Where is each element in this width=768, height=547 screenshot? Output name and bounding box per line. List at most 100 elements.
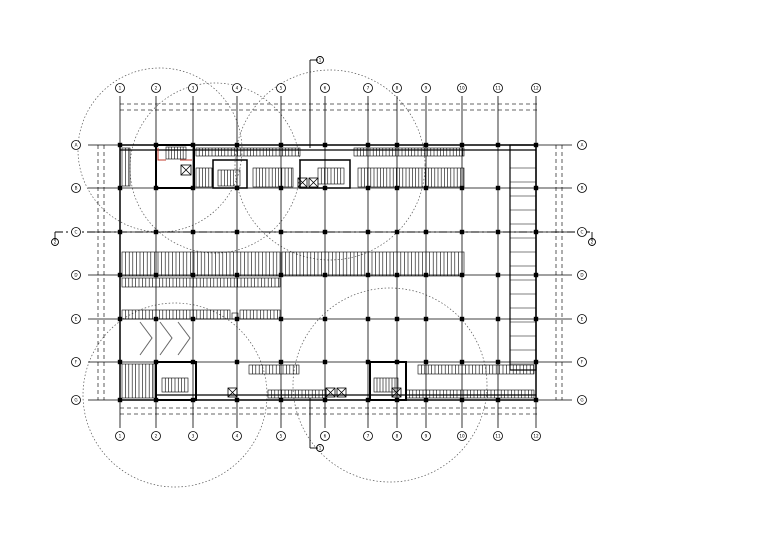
axis-label: 2 [155,86,158,91]
section-marker-label: 1 [319,58,322,63]
axis-bubble [71,314,81,324]
column [190,272,196,278]
axis-label: 4 [236,434,239,439]
axis-label: E [75,317,78,322]
axis-bubble [151,431,161,441]
axis-label: G [74,398,77,403]
elevators [180,164,402,398]
axis-label: 8 [396,86,399,91]
stall-row [252,167,294,188]
axis-label: 6 [324,86,327,91]
axis-bubble [493,83,503,93]
column [459,185,465,191]
column [322,359,328,365]
stall-row [267,389,327,399]
stair-flight [165,146,187,160]
section-marker-label: 2 [591,240,594,245]
axis-bubble [577,227,587,237]
stall-row [248,364,300,375]
section-marker-label: 1 [319,446,322,451]
elevator-box [308,177,319,188]
axis-bubble [320,431,330,441]
axis-label: D [580,273,583,278]
axis-bubble [188,431,198,441]
stall-row [121,309,231,320]
column [423,316,429,322]
axis-bubble [151,83,161,93]
stair-core-nw [155,144,195,189]
axis-bubble [115,83,125,93]
radius-circle-3 [234,69,426,261]
axis-bubble [577,357,587,367]
axis-bubble [71,227,81,237]
axis-label: 2 [155,434,158,439]
axis-bubble [71,357,81,367]
parking-stalls [121,147,536,399]
column [365,185,371,191]
axis-label: 11 [495,86,501,91]
column [459,316,465,322]
column [394,316,400,322]
ramp [509,144,537,371]
axis-label: 6 [324,434,327,439]
axis-bubble [421,431,431,441]
column [495,272,501,278]
column [278,272,284,278]
axis-label: 12 [533,434,539,439]
axis-label: 9 [425,434,428,439]
stall-row [195,167,213,188]
elevator-box [180,164,192,176]
axis-bubble [577,314,587,324]
axis-bubble [232,83,242,93]
building-walls [119,144,537,401]
section-marker-label: 2 [54,240,57,245]
axis-bubble [531,431,541,441]
stall-row [121,277,281,288]
axis-bubble [577,270,587,280]
axis-label: 1 [119,434,122,439]
column [495,316,501,322]
stall-row [353,147,465,157]
axis-bubble [577,140,587,150]
column [322,316,328,322]
axis-bubble [392,431,402,441]
axis-label: D [74,273,77,278]
axis-bubble [71,140,81,150]
stair-core-n1 [212,159,248,189]
column [365,316,371,322]
column [495,185,501,191]
axis-label: A [75,143,78,148]
axis-bubble [188,83,198,93]
axis-label: G [580,398,583,403]
column [459,359,465,365]
axis-label: 12 [533,86,539,91]
stair-core-se [369,361,407,401]
ramp-chevrons [139,321,191,356]
elevator-box [336,387,347,398]
axis-bubble [115,431,125,441]
axis-label: 5 [280,434,283,439]
axis-bubble [320,83,330,93]
axis-label: C [581,230,584,235]
stall-row [239,309,281,320]
axis-label: 7 [367,434,370,439]
axis-label: 4 [236,86,239,91]
elevator-box [297,177,308,188]
column [278,185,284,191]
stall-row [121,363,155,399]
elevator-box [391,387,402,398]
axis-bubble [392,83,402,93]
stall-row [195,147,301,157]
column [423,359,429,365]
column [394,185,400,191]
axis-bubble [577,395,587,405]
axis-bubble [531,83,541,93]
axis-bubble [421,83,431,93]
stall-row [121,147,131,187]
section-marker-labels: 1 1 2 2 [54,58,594,451]
axis-label: E [581,317,584,322]
stair-treads [161,146,399,393]
axis-bubble [276,431,286,441]
